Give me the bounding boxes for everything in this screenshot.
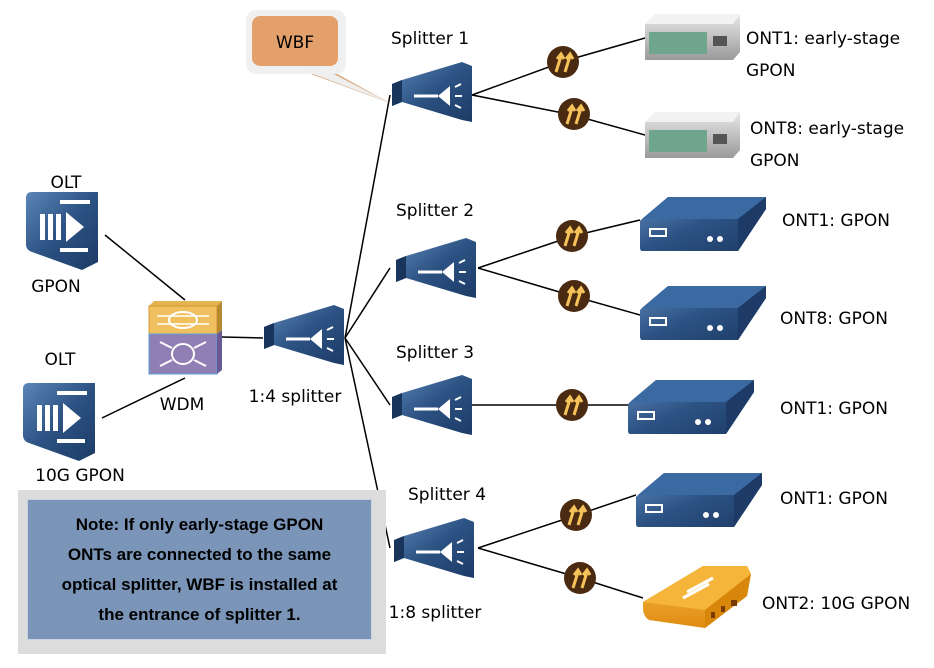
- splitter-3-icon: [390, 373, 474, 437]
- olt-gpon-icon: [26, 192, 98, 270]
- ont-label: ONT1: GPON: [782, 211, 890, 231]
- olt2-label: OLT: [45, 350, 77, 370]
- link-main-s2: [344, 267, 391, 339]
- wavelength-icon: [554, 218, 590, 254]
- splitter-4-ratio: 1:8 splitter: [389, 603, 482, 623]
- ont-label: ONT1: early-stage: [746, 29, 900, 49]
- wavelength-icon: [562, 560, 598, 596]
- wdm-icon: [148, 301, 222, 375]
- splitter-1-label: Splitter 1: [391, 29, 469, 49]
- note-line: Note: If only early-stage GPON: [75, 514, 324, 534]
- splitter-2-icon: [394, 236, 478, 300]
- ont-label-type: GPON: [746, 61, 796, 81]
- wavelength-icon: [556, 96, 592, 132]
- wbf-callout: WBF: [246, 10, 390, 103]
- main-splitter-icon: [262, 303, 346, 367]
- olt1-type: GPON: [31, 277, 81, 297]
- splitter-1-icon: [390, 60, 474, 124]
- wavelength-icon: [554, 387, 590, 423]
- link-s4-ont1: [477, 494, 637, 549]
- link-olt1-wdm: [104, 234, 186, 301]
- ont-label: ONT8: GPON: [780, 309, 888, 329]
- ont-label: ONT2: 10G GPON: [762, 594, 910, 614]
- link-main-s3: [344, 337, 391, 406]
- link-s4-ont2: [477, 547, 644, 599]
- note-content: Note: If only early-stage GPON ONTs are …: [27, 499, 372, 640]
- wavelength-icon: [556, 278, 592, 314]
- ont-early-gpon-icon: [645, 14, 740, 60]
- ont-label-type: GPON: [750, 151, 800, 171]
- ont-gpon-icon: [627, 379, 755, 435]
- main-splitter-label: 1:4 splitter: [249, 387, 342, 407]
- link-wdm-splitter: [221, 336, 264, 339]
- ont-10g-gpon-icon: [641, 564, 753, 630]
- splitter-2-label: Splitter 2: [396, 201, 474, 221]
- note-line: optical splitter, WBF is installed at: [61, 574, 338, 594]
- ont-gpon-icon: [639, 285, 767, 341]
- link-main-s1: [344, 94, 391, 339]
- wbf-label: WBF: [276, 33, 314, 53]
- ont-label: ONT1: GPON: [780, 489, 888, 509]
- splitter-4-icon: [392, 516, 476, 580]
- ont-early-gpon-icon: [645, 112, 740, 158]
- olt1-label: OLT: [51, 173, 83, 193]
- ont-gpon-icon: [639, 196, 767, 252]
- note-line: the entrance of splitter 1.: [98, 604, 301, 624]
- ont-label: ONT8: early-stage: [750, 119, 904, 139]
- ont-label: ONT1: GPON: [780, 399, 888, 419]
- splitter-3-label: Splitter 3: [396, 343, 474, 363]
- wavelength-icon: [558, 497, 594, 533]
- olt2-type: 10G GPON: [35, 466, 125, 486]
- note-line: ONTs are connected to the same: [67, 544, 332, 564]
- note-box: Note: If only early-stage GPON ONTs are …: [18, 490, 386, 654]
- link-olt2-wdm: [101, 377, 186, 419]
- wdm-label: WDM: [160, 395, 205, 415]
- olt-10g-gpon-icon: [23, 383, 95, 461]
- ont-gpon-icon: [635, 472, 763, 528]
- splitter-4-label: Splitter 4: [408, 485, 486, 505]
- wavelength-icon: [545, 44, 581, 80]
